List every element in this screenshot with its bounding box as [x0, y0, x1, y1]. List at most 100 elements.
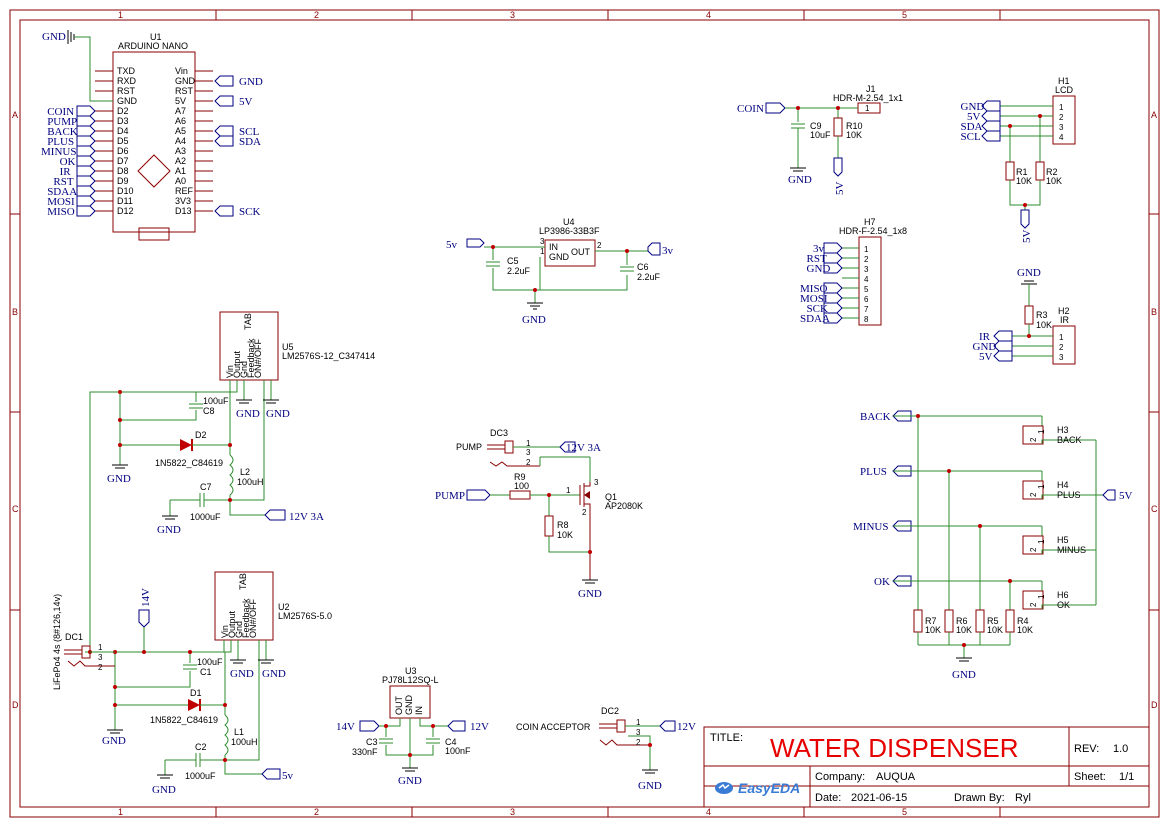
pin-num: 2	[1029, 437, 1038, 442]
net-flag	[261, 768, 281, 780]
resistor-value: 10K	[1017, 625, 1033, 635]
gnd-label: GND	[788, 174, 812, 186]
u1-pin-label: A3	[175, 146, 186, 156]
pin-num: 3	[540, 237, 545, 246]
net-flag	[76, 135, 96, 147]
pin-num: 7	[864, 305, 869, 314]
switch-body	[1022, 535, 1044, 555]
q1-mosfet[interactable]: PUMP R9 100 R8 10K 1 3 2 Q1 AP2080K GND	[435, 472, 643, 600]
net-label: 3v	[813, 243, 825, 255]
pin-num: 1	[566, 486, 571, 495]
net-label: SDAA	[47, 186, 77, 198]
u1-pin-label: D9	[117, 176, 129, 186]
grid-col-label: 1	[118, 807, 123, 817]
u1-pin-label: A4	[175, 136, 186, 146]
gnd-label: GND	[266, 408, 290, 420]
u4-ldo[interactable]: U4 LP3986-33B3F IN GND OUT 3 1 2 5v C5 2…	[446, 217, 674, 326]
u1-arduino-nano[interactable]: U1 ARDUINO NANO TXDRXDRSTGNDD2D3D4D5D6D7…	[41, 30, 263, 241]
u3-ref: U3	[405, 666, 417, 676]
net-flag	[823, 242, 843, 254]
pin-num: 2	[864, 255, 869, 264]
net-label-14v: 14V	[336, 721, 355, 733]
u1-pin-label: A6	[175, 116, 186, 126]
j1-name: HDR-M-2.54_1x1	[833, 93, 903, 103]
u4-name: LP3986-33B3F	[539, 226, 600, 236]
u5-buck-12v[interactable]: TAB U5 LM2576S-12_C347414 VinOutputGndFe…	[89, 311, 375, 652]
company-value: AUQUA	[876, 771, 916, 783]
dc3-net: PUMP	[456, 442, 482, 452]
grid-col-label: 3	[510, 807, 515, 817]
net-flag	[993, 340, 1013, 352]
net-label: SDA	[239, 136, 261, 148]
pulldown-resistor	[1005, 609, 1015, 633]
net-label: SCL	[239, 126, 259, 138]
u1-pin-label: REF	[175, 186, 194, 196]
net-label: PUMP	[47, 116, 77, 128]
net-flag	[214, 95, 234, 107]
rev-label: REV:	[1074, 743, 1099, 755]
net-label: 5V	[967, 111, 981, 123]
u1-pin-label: RST	[117, 86, 136, 96]
net-flag	[76, 185, 96, 197]
u1-pin-label: D5	[117, 136, 129, 146]
u1-pin-label: GND	[117, 96, 138, 106]
d1-ref: D1	[190, 688, 202, 698]
u1-pin-label: D2	[117, 106, 129, 116]
net-label: MISO	[47, 206, 75, 218]
net-label-pump: PUMP	[435, 490, 465, 502]
r1-ref: R1	[1016, 167, 1028, 177]
pin-num: 3	[864, 265, 869, 274]
net-flag	[823, 292, 843, 304]
l2-value: 100uH	[237, 477, 264, 487]
pin-num: 3	[636, 728, 641, 737]
gnd-label: GND	[230, 668, 254, 680]
u1-pin-label: D8	[117, 166, 129, 176]
dc2-coin-acceptor-jack[interactable]: DC2 COIN ACCEPTOR 1 3 2 12V GND	[516, 706, 696, 792]
logo-text: EasyEDA	[738, 780, 800, 796]
sheet-value: 1/1	[1119, 771, 1134, 783]
net-label: MISO	[800, 283, 828, 295]
pin-num: 1	[1037, 594, 1046, 599]
net-label-5v: 5V	[1021, 230, 1033, 244]
reg-pin-label: Vin	[220, 625, 230, 638]
pin-num: 6	[864, 295, 869, 304]
gnd-label: GND	[107, 473, 131, 485]
pin-num: 1	[1037, 429, 1046, 434]
u2-buck-5v[interactable]: TAB U2 LM2576S-5.0 VinOutputGndFeedbackO…	[85, 571, 332, 796]
grid-col-label: 2	[314, 807, 319, 817]
dc1-ref: DC1	[65, 632, 83, 642]
u1-pin-label: A2	[175, 156, 186, 166]
gnd-label: GND	[398, 775, 422, 787]
c1-value: 100uF	[197, 657, 223, 667]
u5-tab: TAB	[243, 313, 253, 330]
pin-num: 2	[636, 738, 641, 747]
reg-pin-label: ON#/OFF	[253, 338, 263, 378]
d1-value: 1N5822_C84619	[150, 715, 218, 725]
dc3-pump-jack[interactable]: DC3 PUMP 1 3 2 12V 3A	[456, 428, 601, 482]
pin-num: 1	[526, 439, 531, 448]
u1-pin-label: Vin	[175, 66, 188, 76]
resistor-value: 10K	[925, 625, 941, 635]
u3-linear-regulator[interactable]: U3 PJ78L12SQ-L OUT GND IN 14V 12V C3 330…	[336, 666, 489, 787]
resistor-ref: R4	[1017, 616, 1029, 626]
dc1-battery-jack[interactable]: DC1 LiFePo4 4s (8#126,14v) 1 3 2	[52, 594, 115, 690]
net-label-5v: 5v	[282, 770, 294, 782]
pin-num: 3	[526, 448, 531, 457]
drawn-by-label: Drawn By:	[954, 792, 1005, 804]
j1-coin-header[interactable]: J1 HDR-M-2.54_1x1 1 COIN C9 10uF GND R10…	[737, 84, 903, 195]
net-flag	[76, 105, 96, 117]
l1-value: 100uH	[231, 737, 258, 747]
net-flag	[981, 110, 1001, 122]
d2-value: 1N5822_C84619	[155, 458, 223, 468]
net-label: IR	[979, 331, 991, 343]
grid-col-label: 2	[314, 10, 319, 20]
u4-pin-in: IN	[549, 242, 558, 252]
pin-num: 1	[1059, 333, 1064, 342]
reg-pin-label: Gnd	[239, 361, 249, 378]
resistor-ref: R5	[987, 616, 999, 626]
pin-num: 3	[1059, 353, 1064, 362]
